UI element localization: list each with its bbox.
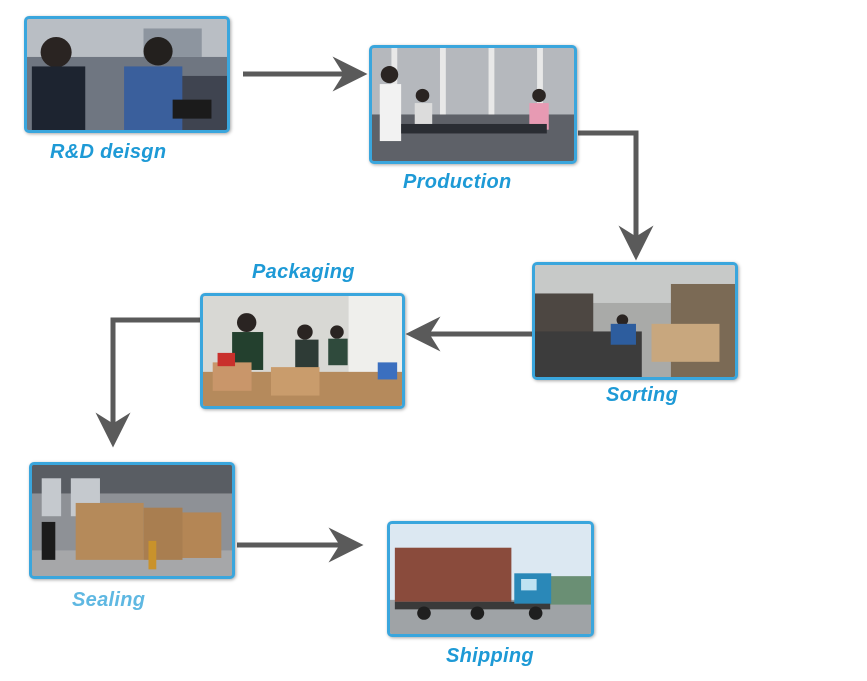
arrow-packaging-to-sealing [95, 317, 200, 448]
shipping-photo [387, 521, 594, 637]
caption-shipping: Shipping [446, 645, 534, 667]
arrow-production-to-sorting [578, 130, 654, 261]
caption-packaging: Packaging [252, 261, 355, 283]
caption-rd-design: R&D deisgn [50, 141, 167, 163]
packaging-photo [200, 293, 405, 409]
caption-sorting: Sorting [606, 384, 679, 406]
rd-design-photo [24, 16, 230, 133]
production-photo [369, 45, 577, 164]
caption-sealing: Sealing [72, 589, 146, 611]
sorting-photo [532, 262, 738, 380]
caption-production: Production [403, 171, 512, 193]
sealing-photo [29, 462, 235, 579]
